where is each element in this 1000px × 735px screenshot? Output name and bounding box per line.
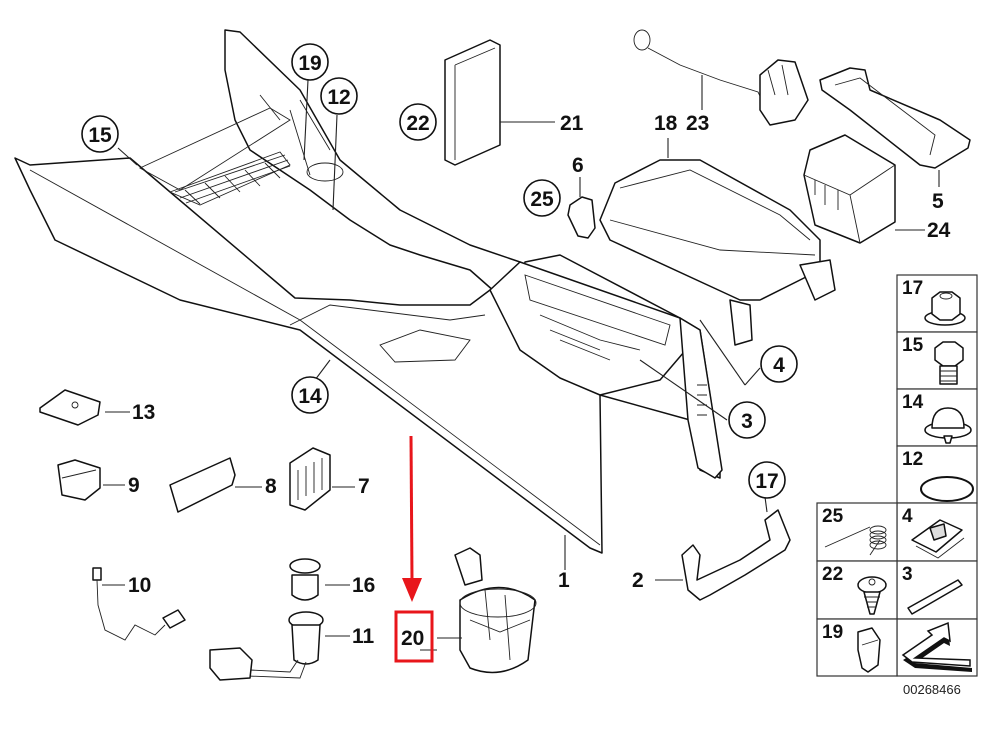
lock-with-cable — [633, 29, 809, 126]
clip-nut-icon — [911, 519, 965, 559]
highlight-box-20 — [394, 610, 434, 663]
callout-17[interactable]: 17 — [748, 461, 786, 499]
legend-label-3: 3 — [902, 564, 913, 585]
direction-arrow-icon — [901, 621, 972, 672]
legend-label-19: 19 — [822, 622, 843, 643]
callout-14-label: 14 — [298, 385, 322, 408]
label-24[interactable]: 24 — [927, 219, 951, 242]
pin-icon — [907, 579, 963, 615]
storage-mesh — [174, 154, 291, 205]
highlight-annotation — [394, 435, 434, 663]
reference-number: 00268466 — [903, 682, 961, 697]
callout-3[interactable]: 3 — [728, 401, 766, 439]
label-8[interactable]: 8 — [265, 475, 277, 498]
hinge — [567, 177, 596, 239]
callout-17-label: 17 — [755, 470, 778, 493]
legend-label-22: 22 — [822, 564, 843, 585]
legend-label-17: 17 — [902, 278, 923, 299]
callout-15-label: 15 — [88, 124, 112, 147]
insert — [444, 39, 555, 166]
bracket — [655, 496, 791, 601]
cover-plate — [39, 389, 130, 426]
cover-grille — [289, 447, 355, 511]
callout-12-label: 12 — [327, 86, 350, 109]
switch — [57, 459, 125, 501]
callout-25-label: 25 — [530, 188, 554, 211]
label-23[interactable]: 23 — [686, 112, 709, 135]
callout-3-label: 3 — [741, 410, 753, 433]
label-16[interactable]: 16 — [352, 574, 375, 597]
blank-cover — [169, 457, 262, 513]
hex-nut-icon — [924, 291, 966, 326]
hex-bolt-icon — [934, 341, 964, 385]
callout-25[interactable]: 25 — [523, 179, 561, 217]
legend-label-4: 4 — [902, 506, 913, 527]
storage-box — [803, 134, 925, 244]
legend-label-25: 25 — [822, 506, 844, 527]
callout-14[interactable]: 14 — [291, 376, 329, 414]
screw-icon — [857, 576, 887, 615]
spring-icon — [824, 525, 887, 556]
label-18[interactable]: 18 — [654, 112, 678, 135]
callout-19[interactable]: 19 — [291, 43, 329, 81]
label-1[interactable]: 1 — [558, 569, 570, 592]
legend-label-12: 12 — [902, 449, 923, 470]
rivet-icon — [924, 407, 972, 444]
callout-leaders — [117, 79, 761, 651]
label-21[interactable]: 21 — [560, 112, 584, 135]
callout-19-label: 19 — [298, 52, 321, 75]
label-10[interactable]: 10 — [128, 574, 151, 597]
hardware-legend: 17 15 14 12 25 4 22 3 19 — [816, 274, 978, 697]
callout-12[interactable]: 12 — [320, 77, 358, 115]
socket-housing — [209, 611, 350, 681]
label-9[interactable]: 9 — [128, 474, 140, 497]
label-7[interactable]: 7 — [358, 475, 370, 498]
label-2[interactable]: 2 — [632, 569, 644, 592]
callout-4[interactable]: 4 — [760, 345, 798, 383]
center-console-body — [14, 29, 723, 570]
clip-icon — [857, 627, 881, 673]
o-ring-icon — [920, 476, 974, 502]
label-13[interactable]: 13 — [132, 401, 155, 424]
label-6[interactable]: 6 — [572, 154, 584, 177]
label-11[interactable]: 11 — [352, 625, 375, 648]
callout-22-label: 22 — [406, 112, 429, 135]
label-20[interactable]: 20 — [401, 627, 424, 650]
callout-15[interactable]: 15 — [81, 115, 119, 153]
callout-22[interactable]: 22 — [399, 103, 437, 141]
cup-holder — [437, 547, 537, 674]
callout-4-label: 4 — [773, 354, 785, 377]
label-5[interactable]: 5 — [932, 190, 944, 213]
wiring-lead — [92, 567, 186, 641]
armrest — [599, 138, 836, 346]
storage-tray — [819, 67, 971, 187]
legend-label-15: 15 — [902, 335, 924, 356]
legend-label-14: 14 — [902, 392, 924, 413]
cigarette-lighter — [289, 558, 350, 601]
